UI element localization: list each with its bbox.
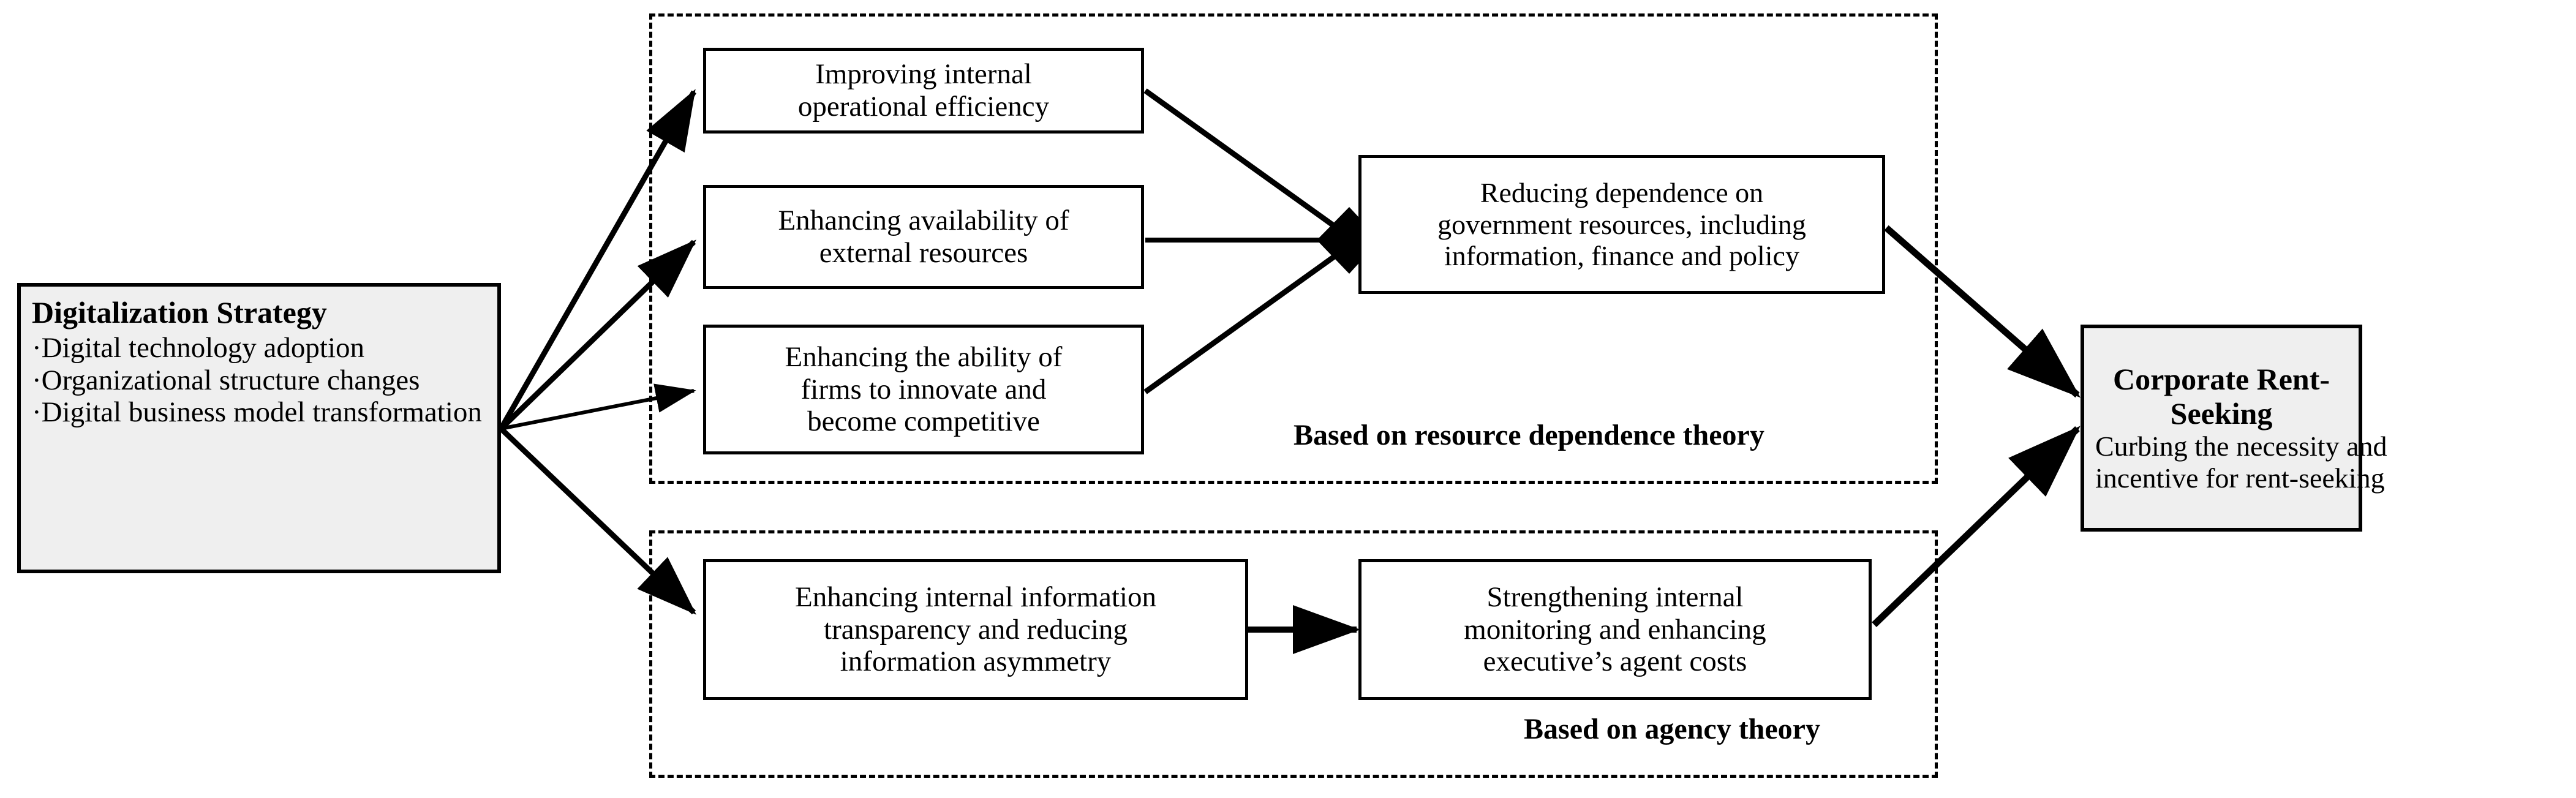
node-line: Strengthening internal bbox=[1486, 581, 1744, 614]
resource-dependence-region bbox=[649, 13, 1938, 484]
agency-theory-label: Based on agency theory bbox=[1524, 713, 1820, 745]
node-line: become competitive bbox=[807, 405, 1040, 438]
node-line: Enhancing the ability of bbox=[785, 341, 1063, 374]
strengthening-internal-monitoring-node[interactable]: Strengthening internal monitoring and en… bbox=[1358, 559, 1872, 700]
corporate-rent-seeking-title: Corporate Rent-Seeking bbox=[2112, 362, 2330, 431]
node-line: executive’s agent costs bbox=[1483, 646, 1747, 678]
node-line: information, finance and policy bbox=[1444, 240, 1799, 272]
digitalization-strategy-bullet-3: ·Digital business model transformation bbox=[32, 396, 482, 429]
node-line: Enhancing availability of bbox=[778, 205, 1069, 237]
node-line: firms to innovate and bbox=[800, 373, 1047, 405]
resource-dependence-theory-label: Based on resource dependence theory bbox=[1294, 419, 1764, 451]
reducing-dependence-on-government-resources-node[interactable]: Reducing dependence on government resour… bbox=[1358, 155, 1885, 294]
corporate-rent-seeking-node[interactable]: Corporate Rent-Seeking Curbing the neces… bbox=[2081, 325, 2387, 532]
node-line: operational efficiency bbox=[797, 91, 1050, 122]
digitalization-strategy-title: Digitalization Strategy bbox=[32, 295, 327, 329]
node-line: Improving internal bbox=[815, 58, 1032, 91]
node-line: incentive for rent-seeking bbox=[2095, 462, 2385, 494]
digitalization-strategy-bullet-1: ·Digital technology adoption bbox=[32, 332, 365, 364]
node-line: government resources, including bbox=[1437, 208, 1806, 240]
enhancing-ability-to-innovate-node[interactable]: Enhancing the ability of firms to innova… bbox=[703, 325, 1144, 454]
improving-internal-operational-efficiency-node[interactable]: Improving internal operational efficienc… bbox=[703, 48, 1144, 134]
digitalization-strategy-bullet-2: ·Organizational structure changes bbox=[32, 364, 420, 396]
digitalization-strategy-node[interactable]: Digitalization Strategy ·Digital technol… bbox=[17, 283, 501, 573]
node-line: information asymmetry bbox=[840, 646, 1112, 678]
node-line: transparency and reducing bbox=[824, 613, 1128, 646]
node-line: Curbing the necessity and bbox=[2095, 431, 2387, 462]
enhancing-availability-of-external-resources-node[interactable]: Enhancing availability of external resou… bbox=[703, 185, 1144, 289]
node-line: Reducing dependence on bbox=[1480, 177, 1764, 209]
node-line: monitoring and enhancing bbox=[1464, 613, 1766, 646]
node-line: external resources bbox=[819, 237, 1028, 269]
enhancing-internal-information-transparency-node[interactable]: Enhancing internal information transpare… bbox=[703, 559, 1248, 700]
agency-region bbox=[649, 530, 1938, 778]
node-line: Enhancing internal information bbox=[795, 581, 1156, 614]
